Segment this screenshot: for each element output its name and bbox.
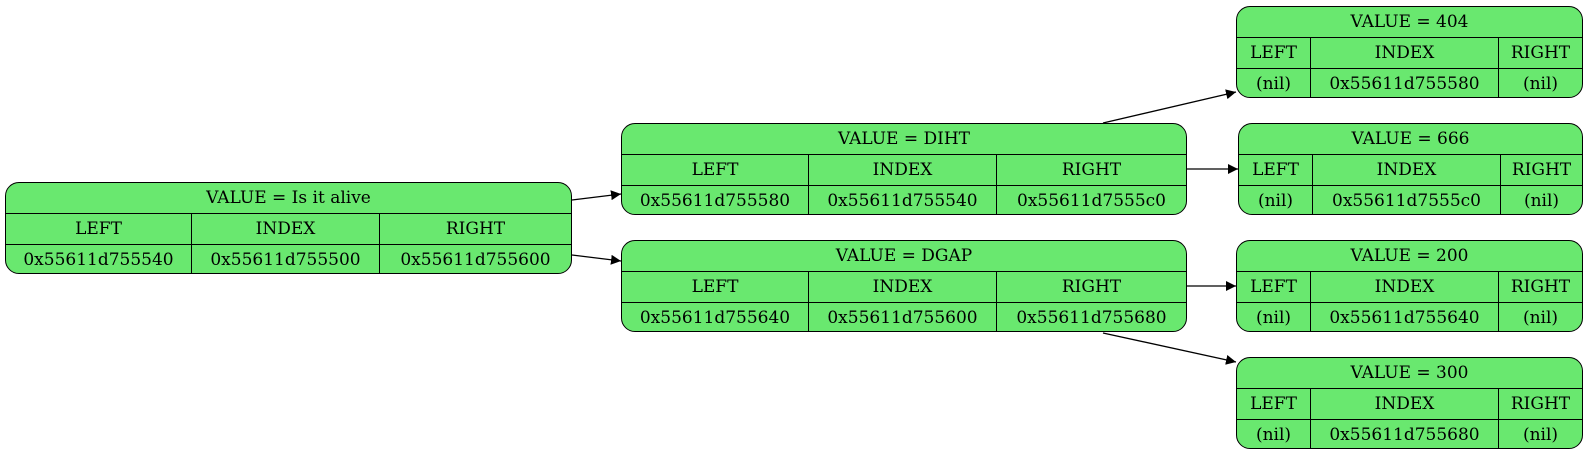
node-title: VALUE = 666 [1239, 124, 1582, 155]
node-title: VALUE = 404 [1237, 7, 1582, 38]
right-value: (nil) [1522, 74, 1559, 94]
index-header: INDEX [809, 155, 997, 185]
node-header-row: LEFT INDEX RIGHT [622, 155, 1186, 186]
left-header: LEFT [6, 214, 192, 244]
index-value: 0x55611d755640 [1311, 303, 1499, 331]
left-value: (nil) [1237, 303, 1311, 331]
node-title: VALUE = DGAP [622, 241, 1186, 272]
node-200: VALUE = 200 LEFT INDEX RIGHT (nil) 0x556… [1236, 240, 1583, 332]
index-value: 0x55611d755680 [1311, 420, 1499, 448]
right-value: (nil) [1522, 308, 1559, 328]
right-header: RIGHT [1511, 160, 1572, 180]
right-value: 0x55611d7555c0 [1017, 191, 1166, 211]
node-value-row: 0x55611d755640 0x55611d755600 0x55611d75… [622, 303, 1186, 331]
index-header: INDEX [809, 272, 997, 302]
left-header: LEFT [1237, 389, 1311, 419]
edge-root-to-diht [571, 190, 622, 201]
node-header-row: LEFT INDEX RIGHT [622, 272, 1186, 303]
node-header-row: LEFT INDEX RIGHT [1239, 155, 1582, 186]
index-header: INDEX [1311, 38, 1499, 68]
node-value-row: (nil) 0x55611d755680 (nil) [1237, 420, 1582, 448]
node-300: VALUE = 300 LEFT INDEX RIGHT (nil) 0x556… [1236, 357, 1583, 449]
right-header: RIGHT [1510, 43, 1571, 63]
index-header: INDEX [1311, 389, 1499, 419]
node-value-row: 0x55611d755580 0x55611d755540 0x55611d75… [622, 186, 1186, 214]
index-value: 0x55611d7555c0 [1313, 186, 1501, 214]
left-header: LEFT [1237, 272, 1311, 302]
node-root: VALUE = Is it alive LEFT INDEX RIGHT 0x5… [5, 182, 572, 274]
index-value: 0x55611d755580 [1311, 69, 1499, 97]
node-header-row: LEFT INDEX RIGHT [1237, 38, 1582, 69]
left-value: 0x55611d755640 [622, 303, 809, 331]
right-value: 0x55611d755600 [400, 250, 551, 270]
left-header: LEFT [622, 155, 809, 185]
edge-root-to-dgap [571, 254, 622, 265]
node-title: VALUE = 300 [1237, 358, 1582, 389]
node-dgap: VALUE = DGAP LEFT INDEX RIGHT 0x55611d75… [621, 240, 1187, 332]
left-header: LEFT [1239, 155, 1313, 185]
node-value-row: (nil) 0x55611d7555c0 (nil) [1239, 186, 1582, 214]
left-value: (nil) [1237, 420, 1311, 448]
right-header: RIGHT [1061, 160, 1122, 180]
node-title: VALUE = 200 [1237, 241, 1582, 272]
left-header: LEFT [1237, 38, 1311, 68]
left-value: (nil) [1239, 186, 1313, 214]
left-value: 0x55611d755580 [622, 186, 809, 214]
index-value: 0x55611d755540 [809, 186, 997, 214]
left-header: LEFT [622, 272, 809, 302]
right-value: (nil) [1522, 425, 1559, 445]
index-header: INDEX [1311, 272, 1499, 302]
index-value: 0x55611d755600 [809, 303, 997, 331]
right-value: 0x55611d755680 [1016, 308, 1167, 328]
edge-diht-to-404 [1102, 89, 1237, 124]
node-666: VALUE = 666 LEFT INDEX RIGHT (nil) 0x556… [1238, 123, 1583, 215]
index-header: INDEX [1313, 155, 1501, 185]
right-header: RIGHT [445, 219, 506, 239]
node-title: VALUE = Is it alive [6, 183, 571, 214]
node-value-row: (nil) 0x55611d755640 (nil) [1237, 303, 1582, 331]
node-header-row: LEFT INDEX RIGHT [6, 214, 571, 245]
node-header-row: LEFT INDEX RIGHT [1237, 389, 1582, 420]
index-header: INDEX [192, 214, 380, 244]
right-header: RIGHT [1510, 277, 1571, 297]
right-header: RIGHT [1061, 277, 1122, 297]
node-diht: VALUE = DIHT LEFT INDEX RIGHT 0x55611d75… [621, 123, 1187, 215]
left-value: (nil) [1237, 69, 1311, 97]
node-value-row: (nil) 0x55611d755580 (nil) [1237, 69, 1582, 97]
node-header-row: LEFT INDEX RIGHT [1237, 272, 1582, 303]
left-value: 0x55611d755540 [6, 245, 192, 273]
index-value: 0x55611d755500 [192, 245, 380, 273]
node-value-row: 0x55611d755540 0x55611d755500 0x55611d75… [6, 245, 571, 273]
node-title: VALUE = DIHT [622, 124, 1186, 155]
right-value: (nil) [1523, 191, 1560, 211]
node-404: VALUE = 404 LEFT INDEX RIGHT (nil) 0x556… [1236, 6, 1583, 98]
edge-dgap-to-300 [1102, 332, 1237, 365]
right-header: RIGHT [1510, 394, 1571, 414]
